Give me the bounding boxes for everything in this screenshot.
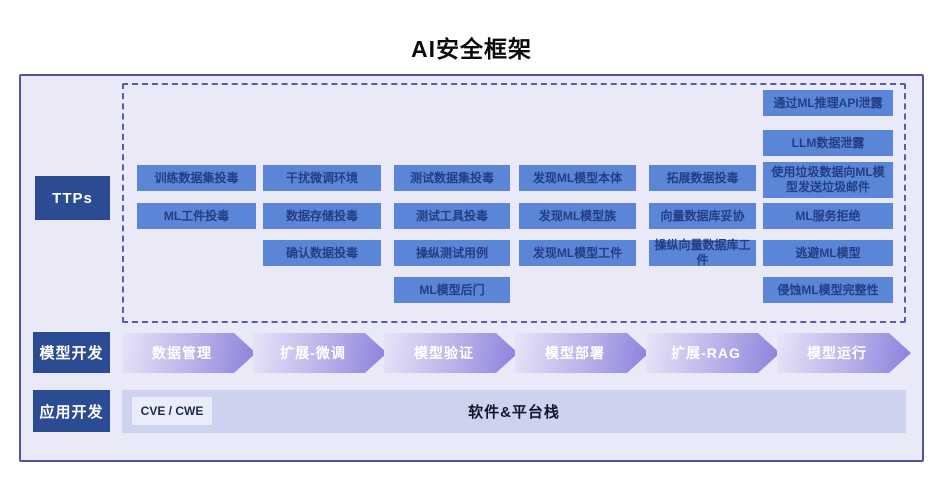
ttp-box-vector-db-compromise: 向量数据库妥协 — [649, 203, 756, 229]
side-label-ttps: TTPs — [35, 176, 110, 220]
ttp-box-ml-service-denial: ML服务拒绝 — [763, 203, 893, 229]
ttp-box-confirm-data-poisoning: 确认数据投毒 — [263, 240, 381, 266]
cve-cwe-badge: CVE / CWE — [132, 397, 212, 425]
ttp-box-discover-ml-model-artifact: 发现ML模型工件 — [519, 240, 636, 266]
page-title: AI安全框架 — [411, 36, 532, 62]
ttp-box-ml-model-backdoor: ML模型后门 — [394, 277, 510, 303]
ttp-box-discover-ml-model-body: 发现ML模型本体 — [519, 165, 636, 191]
framework-container: TTPs 模型开发 应用开发 训练数据集投毒 ML工件投毒 干扰微调环境 数据存… — [19, 74, 924, 462]
side-label-app-dev: 应用开发 — [33, 390, 110, 432]
ttp-box-spam-ml-model: 使用垃圾数据向ML模型发送垃圾邮件 — [763, 162, 893, 198]
pipeline-stage-model-runtime: 模型运行 — [777, 333, 911, 373]
ttp-box-discover-ml-model-family: 发现ML模型族 — [519, 203, 636, 229]
ttp-box-test-tool-poisoning: 测试工具投毒 — [394, 203, 510, 229]
software-platform-stack-label: 软件&平台栈 — [468, 404, 560, 421]
pipeline-stage-model-deployment: 模型部署 — [515, 333, 649, 373]
pipeline-stage-model-validation: 模型验证 — [384, 333, 518, 373]
ttp-box-vector-db-artifact-manipulation: 操纵向量数据库工件 — [649, 238, 756, 267]
ttp-box-evade-ml-model: 逃避ML模型 — [763, 240, 893, 266]
ttp-box-test-case-manipulation: 操纵测试用例 — [394, 240, 510, 266]
ttp-box-test-dataset-poisoning: 测试数据集投毒 — [394, 165, 510, 191]
ttp-box-ml-inference-api-leak: 通过ML推理API泄露 — [763, 90, 893, 116]
pipeline-stage-ext-rag: 扩展-RAG — [646, 333, 780, 373]
ttp-box-extended-data-poisoning: 拓展数据投毒 — [649, 165, 756, 191]
pipeline-stage-data-management: 数据管理 — [122, 333, 256, 373]
pipeline-stage-ext-finetune: 扩展-微调 — [253, 333, 387, 373]
ttp-box-finetune-env-interference: 干扰微调环境 — [263, 165, 381, 191]
ttp-box-training-data-poisoning: 训练数据集投毒 — [137, 165, 256, 191]
side-label-model-dev: 模型开发 — [33, 332, 110, 373]
ttp-box-llm-data-leak: LLM数据泄露 — [763, 130, 893, 156]
software-platform-stack-bar: CVE / CWE 软件&平台栈 — [122, 390, 906, 433]
ttp-region-outline — [122, 83, 906, 323]
ttp-box-erode-ml-model-integrity: 侵蚀ML模型完整性 — [763, 277, 893, 303]
ttp-box-ml-artifact-poisoning: ML工件投毒 — [137, 203, 256, 229]
ttp-box-data-storage-poisoning: 数据存储投毒 — [263, 203, 381, 229]
